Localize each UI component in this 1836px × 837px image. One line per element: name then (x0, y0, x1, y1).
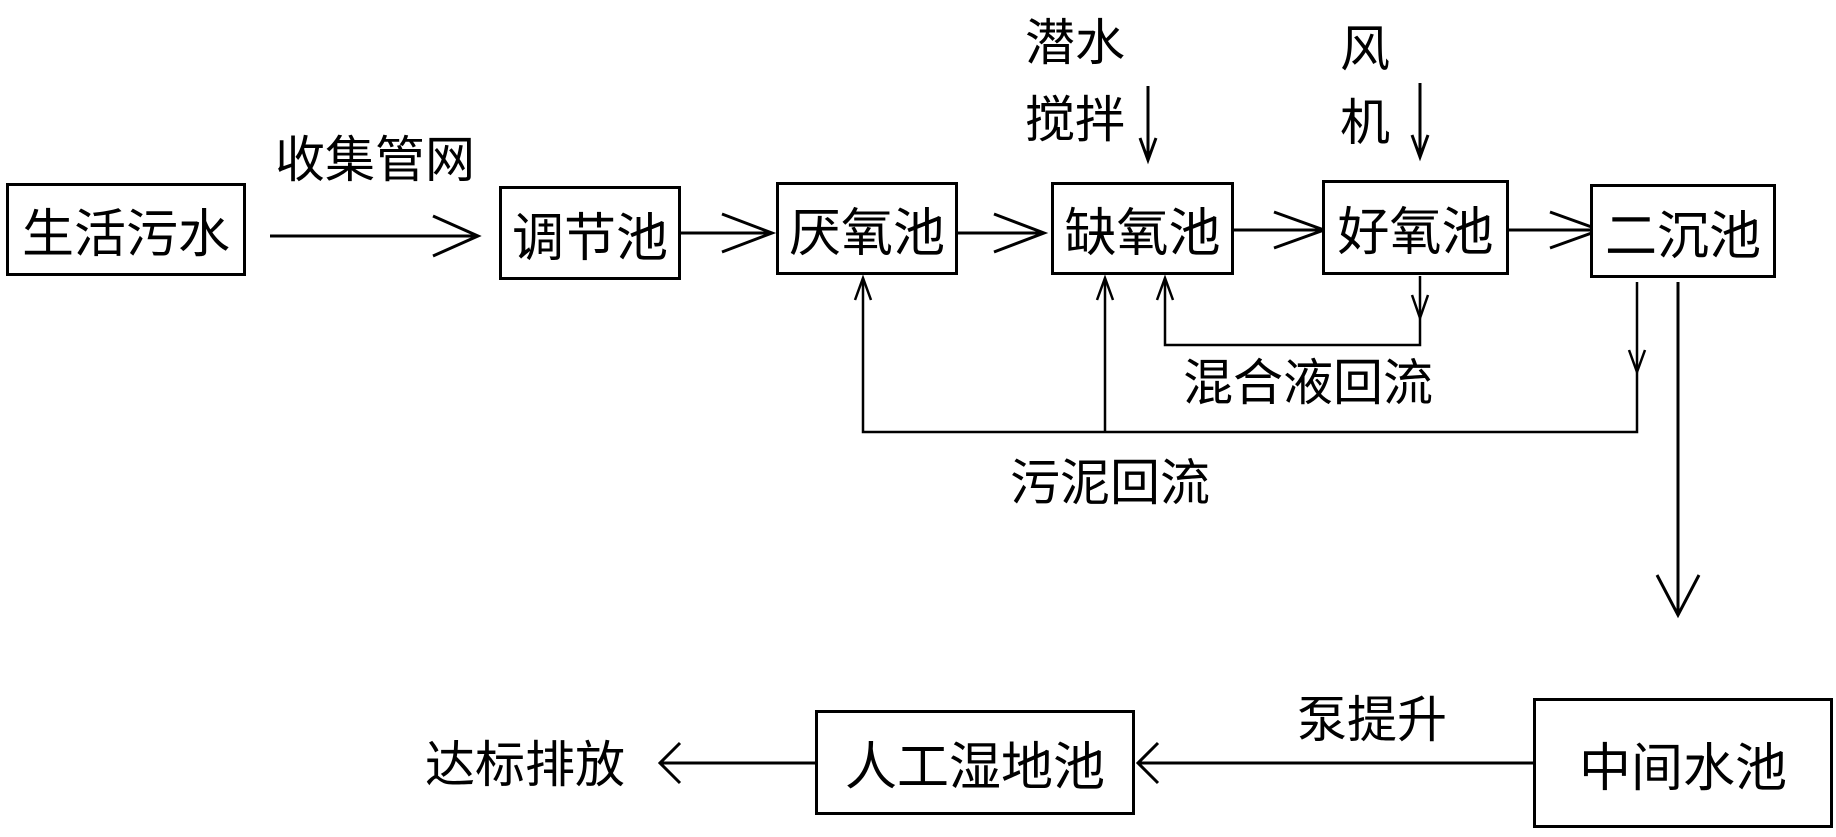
arrowhead (657, 741, 682, 785)
node-label: 缺氧池 (1064, 204, 1221, 264)
arrowhead (993, 212, 1049, 254)
node-label: 人工湿地池 (844, 738, 1105, 798)
node-anaerobic-tank: 厌氧池 (776, 182, 958, 275)
label-sludge-return: 污泥回流 (1010, 454, 1210, 512)
label-submersible-mixing-2: 搅拌 (1025, 91, 1125, 149)
node-label: 二沉池 (1604, 206, 1761, 267)
label-blower-2: 机 (1340, 94, 1390, 152)
label-pump-lift: 泵提升 (1297, 691, 1447, 749)
node-label: 调节池 (511, 208, 668, 269)
node-aerobic-tank: 好氧池 (1322, 180, 1509, 275)
arrowhead (721, 212, 777, 254)
node-label: 中间水池 (1578, 738, 1787, 799)
node-intermediate-tank: 中间水池 (1533, 698, 1833, 828)
arrowhead (432, 214, 482, 258)
node-anoxic-tank: 缺氧池 (1051, 182, 1234, 275)
node-constructed-wetland: 人工湿地池 (815, 710, 1135, 815)
arrowhead (1135, 741, 1160, 785)
arrowhead (1155, 274, 1175, 301)
sludge-return-line (861, 278, 1639, 434)
label-mixed-liquor-return: 混合液回流 (1183, 354, 1433, 412)
node-label: 生活污水 (21, 205, 230, 265)
arrowhead (1410, 134, 1430, 162)
label-collection-network: 收集管网 (275, 131, 475, 189)
arrowhead (1138, 137, 1158, 165)
node-regulating-tank: 调节池 (499, 186, 681, 280)
node-label: 好氧池 (1337, 203, 1494, 263)
arrowhead (1095, 274, 1115, 301)
node-domestic-sewage: 生活污水 (6, 183, 246, 276)
label-submersible-mixing-1: 潜水 (1025, 14, 1125, 72)
label-blower-1: 风 (1340, 20, 1390, 78)
node-discharge: 达标排放 (425, 736, 625, 794)
arrowhead (1410, 294, 1430, 322)
node-secondary-clarifier: 二沉池 (1590, 184, 1776, 278)
mixed-liquor-return-line (1163, 276, 1422, 347)
arrowhead (1627, 349, 1647, 376)
node-label: 厌氧池 (788, 204, 945, 264)
arrowhead (853, 274, 873, 301)
arrowhead (1655, 574, 1701, 619)
